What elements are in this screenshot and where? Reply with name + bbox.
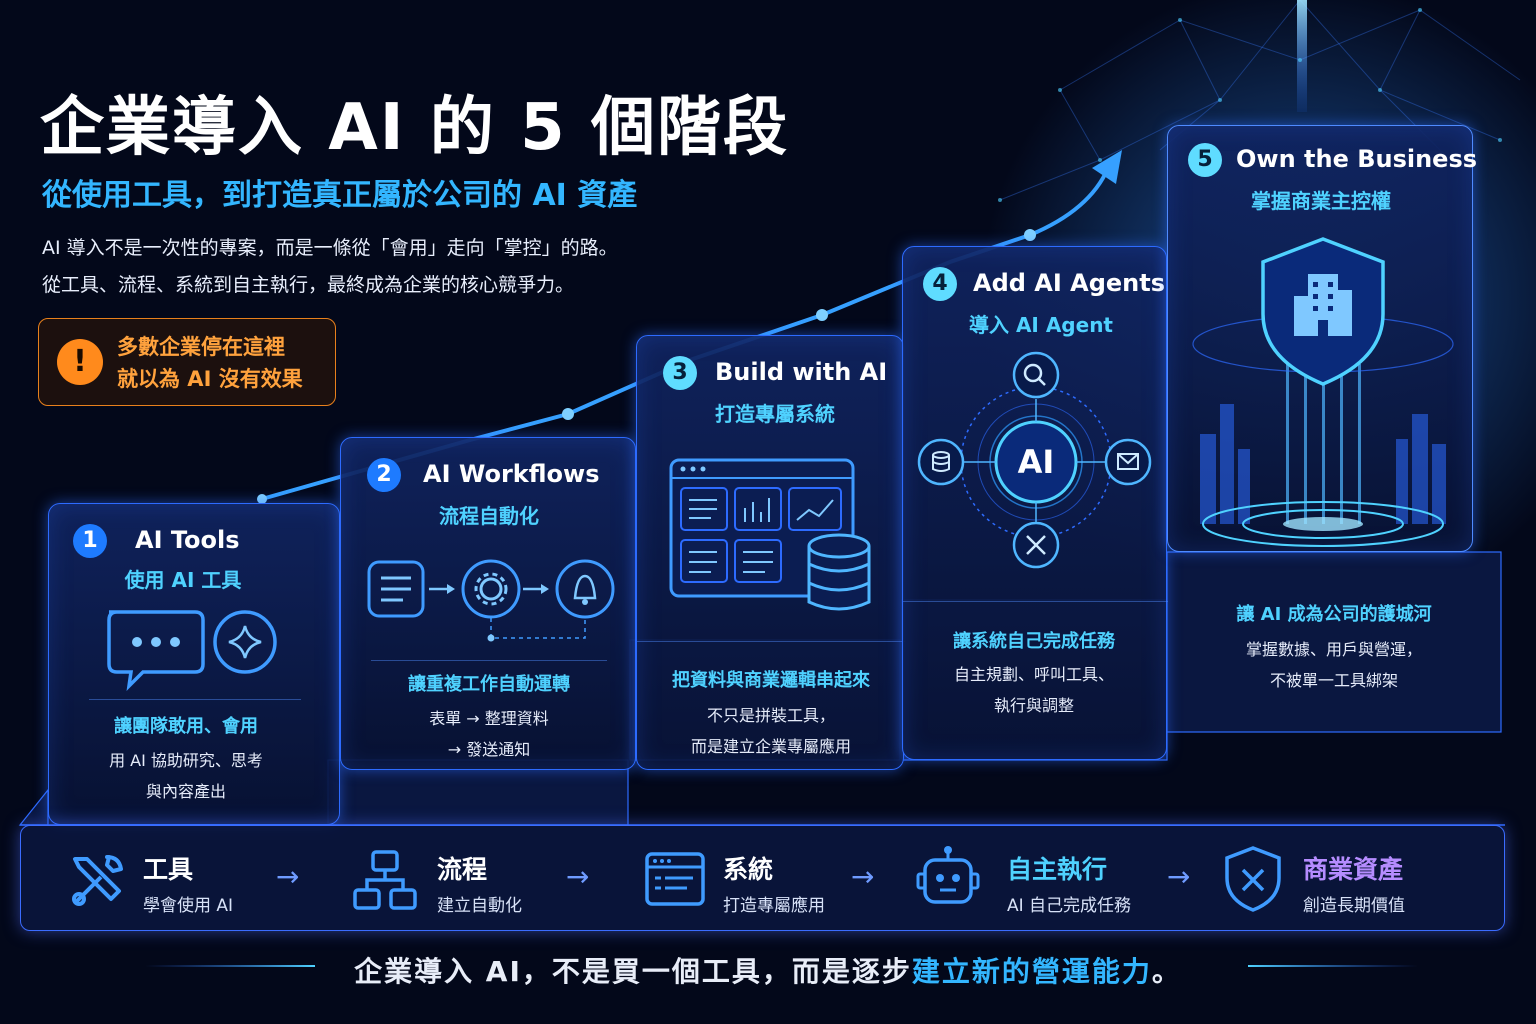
stage-number-3: 3 bbox=[663, 356, 697, 390]
tagline: 企業導入 AI，不是買一個工具，而是逐步建立新的營運能力。 bbox=[0, 950, 1536, 990]
stage-name-zh-3: 打造專屬系統 bbox=[715, 402, 835, 426]
stage-desc-title-5: 讓 AI 成為公司的護城河 bbox=[1236, 604, 1432, 625]
chat-sparkle-icon bbox=[107, 610, 277, 691]
stage-desc-line-1-2: 與內容產出 bbox=[145, 782, 226, 801]
page-title: 企業導入 AI 的 5 個階段 bbox=[40, 91, 789, 165]
stage-number-2: 2 bbox=[367, 458, 401, 492]
shield-x-icon bbox=[1225, 846, 1281, 912]
intro-text: AI 導入不是一次性的專案，而是一條從「會用」走向「掌控」的路。 從工具、流程、… bbox=[42, 230, 618, 304]
tools-icon bbox=[72, 855, 123, 906]
stage-name-en-1: AI Tools bbox=[135, 526, 240, 554]
page-subtitle: 從使用工具，到打造真正屬於公司的 AI 資產 bbox=[42, 178, 638, 213]
stage-desc-line-1-1: 用 AI 協助研究、思考 bbox=[109, 751, 263, 770]
workflow-icon bbox=[367, 559, 615, 642]
stage-desc-line-3-2: 而是建立企業專屬應用 bbox=[690, 737, 851, 756]
window-icon bbox=[645, 852, 705, 906]
stage-desc-2: 表單 → 整理資料 → 發送通知 bbox=[341, 703, 637, 765]
stage-card-3: 3 Build with AI 打造專屬系統 把資料與商業邏輯串起來 不只是拼裝… bbox=[636, 335, 905, 770]
path-title-2: 流程 bbox=[437, 855, 488, 884]
path-sub-4: AI 自己完成任務 bbox=[1007, 896, 1132, 916]
stage-desc-line-3-1: 不只是拼裝工具， bbox=[706, 706, 835, 725]
stage-card-5: 5 Own the Business 掌握商業主控權 bbox=[1167, 125, 1477, 552]
stage-desc-title-4: 讓系統自己完成任務 bbox=[953, 631, 1115, 652]
tagline-highlight: 建立新的營運能力 bbox=[911, 955, 1152, 988]
stage-desc-title-1: 讓團隊敢用、會用 bbox=[114, 716, 258, 737]
stage-desc-4: 自主規劃、呼叫工具、 執行與調整 bbox=[903, 659, 1165, 721]
stage-desc-line-2-1: 表單 → 整理資料 bbox=[429, 709, 549, 728]
intro-line-1: AI 導入不是一次性的專案，而是一條從「會用」走向「掌控」的路。 bbox=[42, 237, 618, 259]
stage-desc-1: 用 AI 協助研究、思考 與內容產出 bbox=[49, 745, 323, 807]
stage-name-zh-1: 使用 AI 工具 bbox=[124, 568, 242, 592]
stage-name-en-3: Build with AI bbox=[715, 358, 888, 386]
progression-band: 工具 學會使用 AI → 流程 建立自動化 → 系統 打造專屬應用 → 自主執行… bbox=[20, 825, 1505, 931]
warning-line-1: 多數企業停在這裡 bbox=[117, 335, 285, 359]
path-sub-1: 學會使用 AI bbox=[143, 896, 234, 916]
intro-line-2: 從工具、流程、系統到自主執行，最終成為企業的核心競爭力。 bbox=[42, 274, 575, 296]
exclamation-icon: ! bbox=[57, 339, 103, 385]
stage-name-zh-5: 掌握商業主控權 bbox=[1251, 189, 1391, 213]
stage-number-5: 5 bbox=[1188, 143, 1222, 177]
stage-desc-title-2: 讓重複工作自動運轉 bbox=[408, 674, 570, 695]
warning-callout: ! 多數企業停在這裡 就以為 AI 沒有效果 bbox=[38, 318, 336, 406]
ai-agent-hub-icon bbox=[917, 351, 1152, 569]
stage-desc-line-2-2: → 發送通知 bbox=[447, 740, 531, 759]
path-sub-3: 打造專屬應用 bbox=[723, 896, 825, 916]
tagline-part-2: 。 bbox=[1151, 955, 1182, 988]
shield-building-icon bbox=[1192, 237, 1454, 547]
path-title-3: 系統 bbox=[723, 855, 774, 884]
path-sub-2: 建立自動化 bbox=[437, 896, 522, 916]
stage-desc-line-4-1: 自主規劃、呼叫工具、 bbox=[953, 665, 1114, 684]
stage-card-2: 2 AI Workflows 流程自動化 讓重複工作自動運轉 表單 → 整理資料… bbox=[340, 437, 636, 770]
stage-name-en-2: AI Workflows bbox=[423, 460, 600, 488]
path-arrow-1: → bbox=[276, 860, 300, 893]
path-title-1: 工具 bbox=[143, 855, 194, 884]
tagline-part-1: 企業導入 AI，不是買一個工具，而是逐步 bbox=[354, 955, 912, 988]
stage-name-zh-2: 流程自動化 bbox=[439, 504, 539, 528]
path-arrow-3: → bbox=[851, 860, 875, 893]
flowchart-icon bbox=[353, 850, 417, 910]
robot-icon bbox=[916, 846, 980, 904]
warning-line-2: 就以為 AI 沒有效果 bbox=[117, 367, 303, 391]
ai-hub-label: AI bbox=[1017, 443, 1055, 481]
stage-name-en-4: Add AI Agents bbox=[973, 269, 1166, 297]
stage-desc-line-5-2: 不被單一工具綁架 bbox=[1269, 671, 1398, 690]
warning-text: 多數企業停在這裡 就以為 AI 沒有效果 bbox=[117, 331, 303, 395]
path-arrow-2: → bbox=[566, 860, 590, 893]
stage-desc-line-4-2: 執行與調整 bbox=[993, 696, 1074, 715]
stage-card-1: 1 AI Tools 使用 AI 工具 讓團隊敢用、會用 用 AI 協助研究、思… bbox=[48, 503, 340, 825]
path-title-5: 商業資產 bbox=[1303, 855, 1404, 884]
stage-card-4: 4 Add AI Agents 導入 AI Agent AI 讓系統自己完成任務… bbox=[902, 246, 1168, 760]
stage-number-1: 1 bbox=[73, 524, 107, 558]
stage-number-4: 4 bbox=[923, 267, 957, 301]
path-title-4: 自主執行 bbox=[1007, 855, 1108, 884]
stage-desc-5: 掌握數據、用戶與營運， 不被單一工具綁架 bbox=[1167, 634, 1501, 696]
path-sub-5: 創造長期價值 bbox=[1303, 896, 1405, 916]
stage-desc-3: 不只是拼裝工具， 而是建立企業專屬應用 bbox=[637, 700, 905, 762]
path-arrow-4: → bbox=[1167, 860, 1191, 893]
stage-desc-line-5-1: 掌握數據、用戶與營運， bbox=[1245, 640, 1422, 659]
stage-name-en-5: Own the Business bbox=[1236, 145, 1478, 173]
dashboard-database-icon bbox=[669, 458, 871, 611]
stage-name-zh-4: 導入 AI Agent bbox=[968, 313, 1113, 337]
stage-desc-title-3: 把資料與商業邏輯串起來 bbox=[672, 670, 870, 691]
